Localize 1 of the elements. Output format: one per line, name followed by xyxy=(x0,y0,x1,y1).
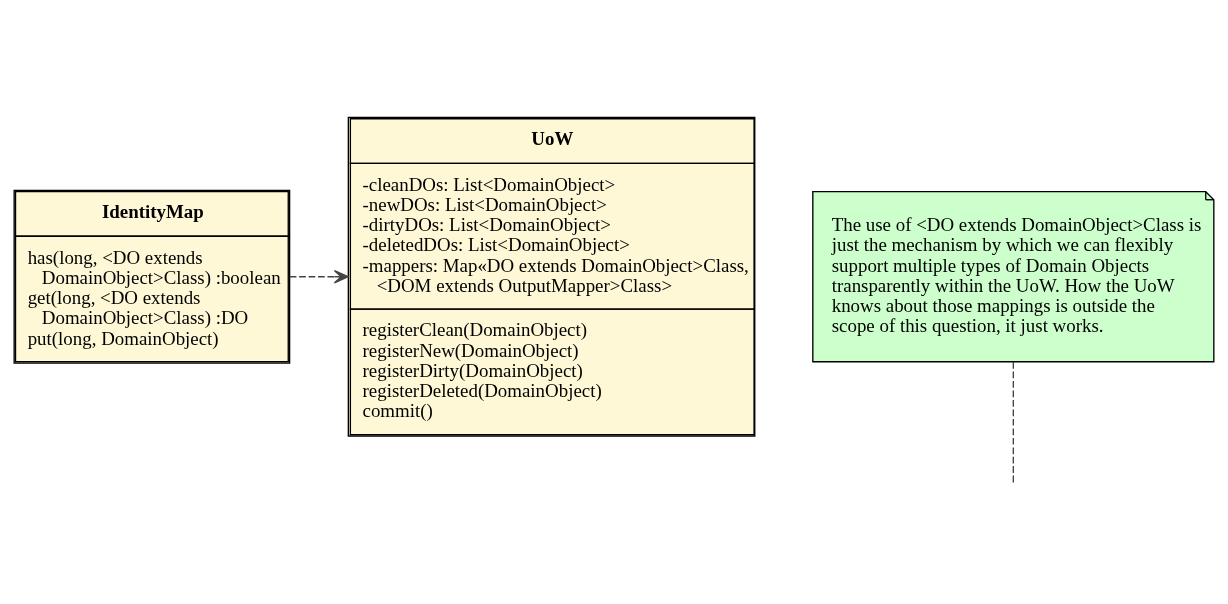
arrow xyxy=(289,269,349,284)
